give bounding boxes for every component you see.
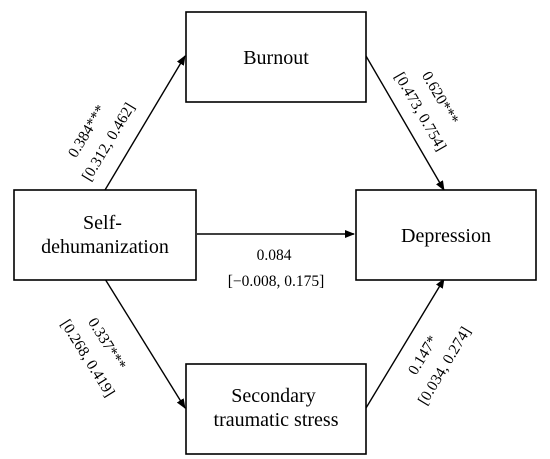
- node-depression: Depression: [355, 189, 537, 281]
- node-label: Self- dehumanization: [41, 212, 169, 258]
- node-burnout: Burnout: [185, 11, 367, 103]
- node-label: Depression: [401, 225, 491, 247]
- svg-text:0.084 [−0.008, 0.175]: 0.084 [−0.008, 0.175]: [228, 247, 325, 290]
- svg-text:0.147* [0.034, 0.274]: 0.147* [0.034, 0.274]: [394, 312, 474, 408]
- svg-text:0.337*** [0.268, 0.419]: 0.337*** [0.268, 0.419]: [57, 304, 138, 400]
- node-label: Burnout: [243, 47, 309, 69]
- svg-text:0.620*** [0.473, 0.754]: 0.620*** [0.473, 0.754]: [391, 57, 470, 154]
- node-secondary-traumatic-stress: Secondary traumatic stress: [185, 363, 367, 455]
- edge-label-coef: 0.084: [257, 247, 292, 264]
- svg-text:0.384*** [0.312, 0.462]: 0.384*** [0.312, 0.462]: [58, 88, 138, 184]
- node-label: Secondary traumatic stress: [214, 385, 339, 431]
- node-self-dehumanization: Self- dehumanization: [13, 189, 197, 281]
- edge-self-to-burnout: 0.384*** [0.312, 0.462]: [58, 55, 186, 191]
- edge-self-to-sts: 0.337*** [0.268, 0.419]: [57, 278, 186, 409]
- edge-burnout-to-depression: 0.620*** [0.473, 0.754]: [365, 55, 470, 191]
- edge-label-ci: [−0.008, 0.175]: [228, 273, 325, 290]
- edge-sts-to-depression: 0.147* [0.034, 0.274]: [365, 278, 475, 409]
- edge-self-to-depression: 0.084 [−0.008, 0.175]: [197, 230, 355, 290]
